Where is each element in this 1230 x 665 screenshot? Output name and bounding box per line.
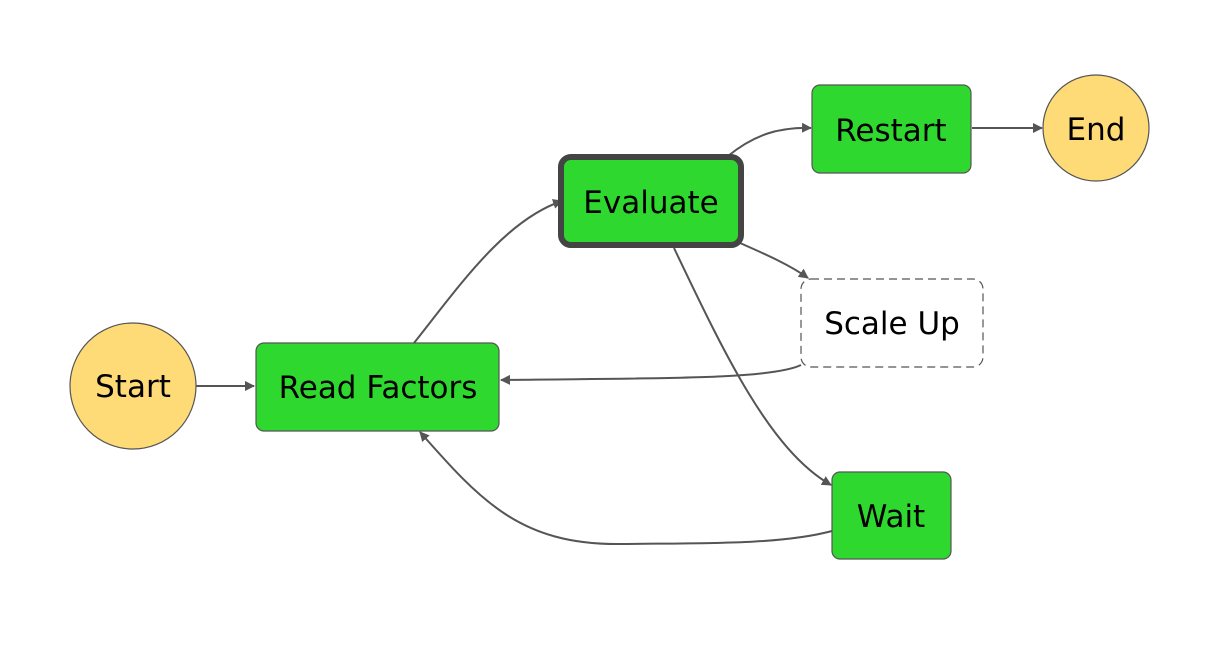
start-circle [69,322,197,450]
node-scale-up[interactable]: Scale Up [800,278,984,368]
edge-evaluate-to-restart [727,122,812,157]
node-start[interactable]: Start [69,322,197,450]
node-start-label: Start [95,369,171,405]
node-end[interactable]: End [1042,74,1150,182]
evaluate-box-selected [558,154,744,248]
edge-wait-to-read-factors [419,431,833,546]
node-read-factors-label: Read Factors [279,370,478,406]
node-restart-label: Restart [835,113,946,149]
end-circle [1042,74,1150,182]
node-wait[interactable]: Wait [831,471,952,560]
node-wait-label: Wait [857,499,925,535]
node-restart[interactable]: Restart [811,84,972,174]
node-read-factors[interactable]: Read Factors [255,342,500,432]
scale-up-box-dashed [800,278,984,368]
node-evaluate-label: Evaluate [583,185,718,221]
edge-read-factors-to-evaluate [413,199,563,344]
restart-box [811,84,972,174]
node-scale-up-label: Scale Up [824,306,960,342]
read-factors-box [255,342,500,432]
edge-evaluate-to-wait [673,247,832,486]
edge-scale-up-to-read-factors [500,364,802,385]
edge-evaluate-to-scale-up [739,242,809,279]
node-end-label: End [1067,112,1126,148]
edges [196,122,1043,546]
node-evaluate[interactable]: Evaluate [558,154,744,248]
wait-box [831,471,952,560]
